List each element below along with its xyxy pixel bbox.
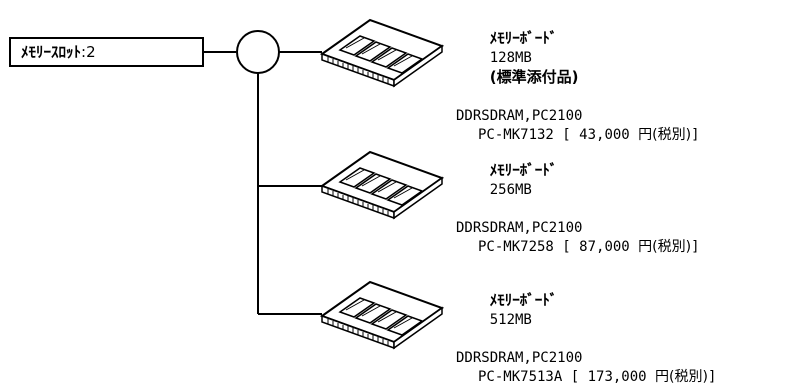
product-spec: DDRSDRAM,PC2100	[456, 108, 583, 124]
memory-board-option-3: ﾒﾓﾘｰﾎﾞｰﾄﾞ 512MB DDRSDRAM,PC2100 PC-MK751…	[456, 272, 716, 387]
product-spec: DDRSDRAM,PC2100	[456, 350, 583, 366]
product-tax-note: (税別)	[669, 369, 708, 385]
memory-board-option-2: ﾒﾓﾘｰﾎﾞｰﾄﾞ 256MB DDRSDRAM,PC2100 PC-MK725…	[456, 142, 700, 257]
product-currency: 円	[638, 127, 653, 143]
product-model: PC-MK7132	[478, 127, 554, 143]
product-name: ﾒﾓﾘｰﾎﾞｰﾄﾞ	[489, 291, 558, 309]
memory-slot-box: ﾒﾓﾘｰｽﾛｯﾄ:2	[9, 37, 204, 67]
product-spec: DDRSDRAM,PC2100	[456, 220, 583, 236]
product-name: ﾒﾓﾘｰﾎﾞｰﾄﾞ	[489, 161, 558, 179]
connection-diagram	[204, 19, 443, 349]
memory-module-icon-2	[321, 151, 443, 219]
product-currency: 円	[638, 239, 653, 255]
product-price: 87,000	[579, 239, 630, 255]
product-tax-note: (税別)	[652, 239, 692, 255]
product-price: 43,000	[579, 127, 630, 143]
product-price-line: PC-MK7132 [ 43,000 円(税別)]	[478, 127, 700, 143]
memory-board-option-1: ﾒﾓﾘｰﾎﾞｰﾄﾞ 128MB (標準添付品) DDRSDRAM,PC2100 …	[456, 10, 700, 145]
memory-slot-count: 2	[86, 43, 96, 61]
product-price-line: PC-MK7513A [ 173,000 円(税別)]	[478, 369, 717, 385]
memory-slot-separator: :	[81, 43, 87, 61]
product-capacity: 128MB	[489, 50, 532, 66]
product-capacity: 512MB	[489, 312, 532, 328]
product-price: 173,000	[587, 369, 647, 385]
memory-module-icon-3	[321, 281, 443, 349]
product-tax-note: (税別)	[652, 127, 692, 143]
product-model: PC-MK7513A	[478, 369, 563, 385]
product-name: ﾒﾓﾘｰﾎﾞｰﾄﾞ	[489, 29, 558, 47]
memory-module-icon-1	[321, 19, 443, 87]
memory-slot-label: ﾒﾓﾘｰｽﾛｯﾄ	[21, 43, 82, 61]
product-note: (標準添付品)	[489, 68, 579, 86]
product-model: PC-MK7258	[478, 239, 554, 255]
product-currency: 円	[655, 369, 670, 385]
slot-junction-circle	[236, 30, 280, 74]
product-price-line: PC-MK7258 [ 87,000 円(税別)]	[478, 239, 700, 255]
product-capacity: 256MB	[489, 182, 532, 198]
